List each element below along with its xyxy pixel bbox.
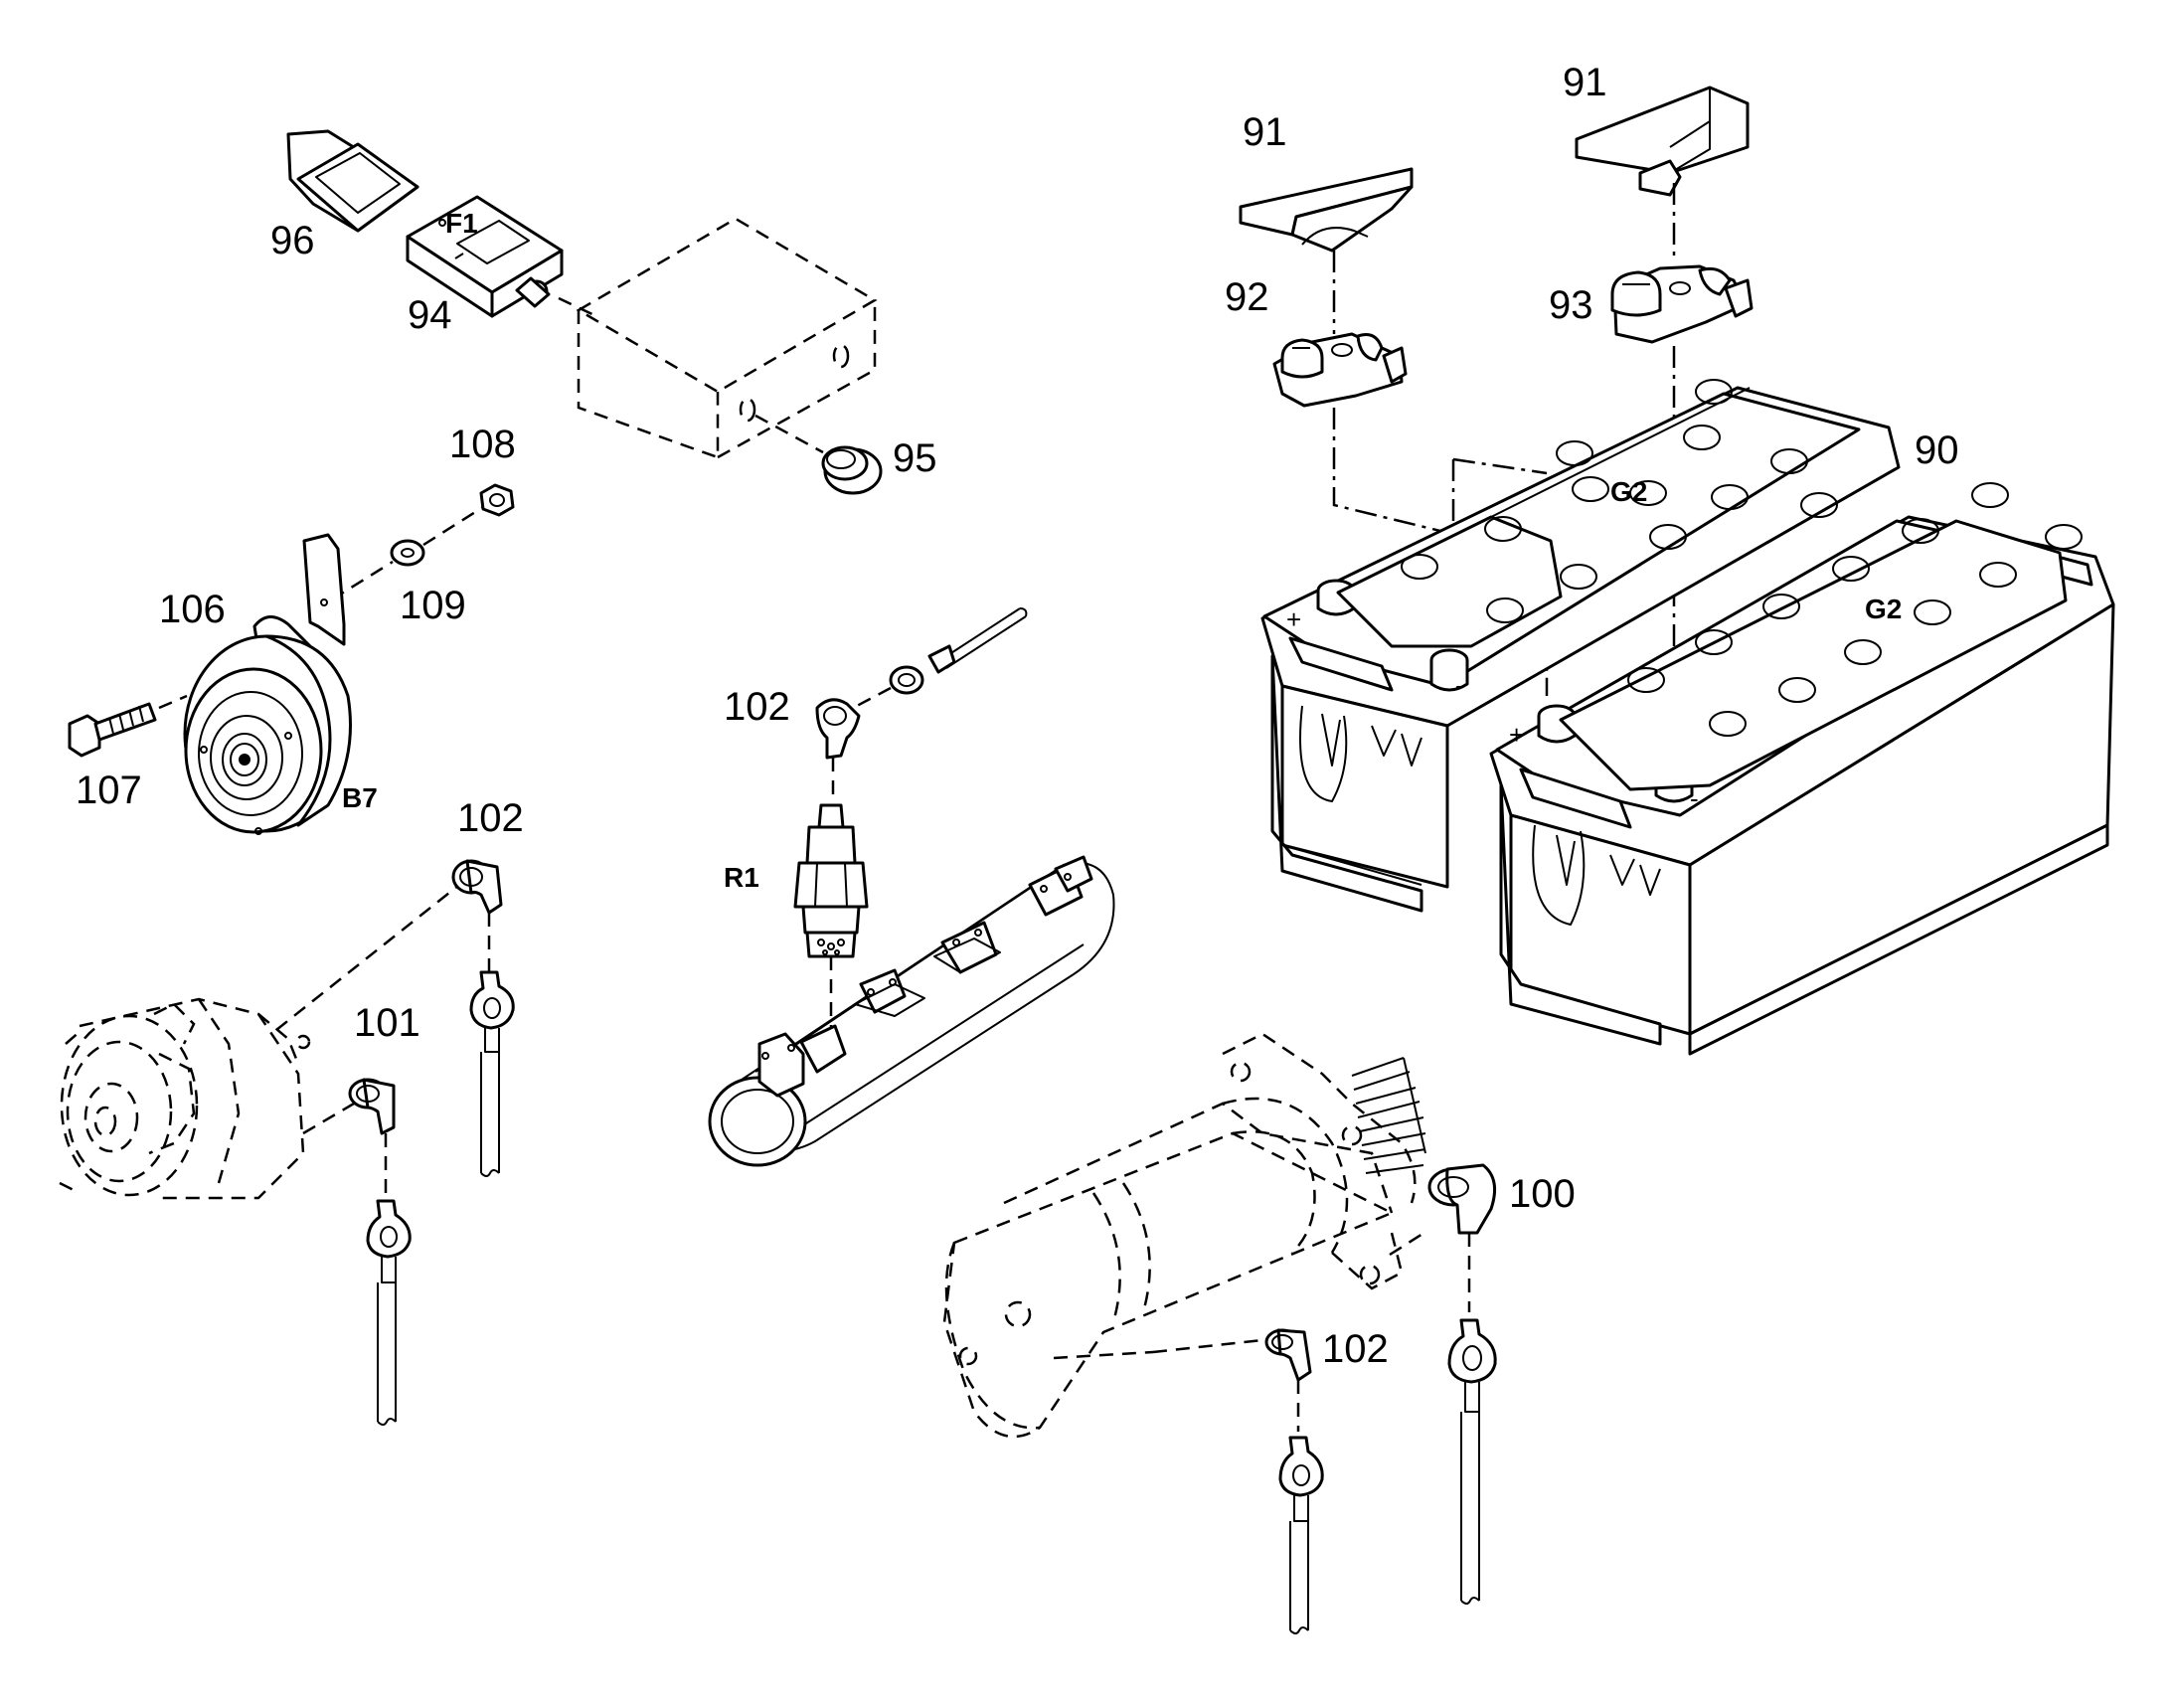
label-heater-plug-designation: R1 — [724, 862, 759, 893]
label-horn-bolt: 107 — [76, 769, 142, 812]
sign-right-plus: + — [1509, 720, 1524, 750]
label-cap-heater: 102 — [724, 685, 790, 729]
terminal-clamp-92 — [1272, 332, 1408, 408]
label-cap-alternator: 101 — [354, 1001, 420, 1045]
horn-b7 — [183, 634, 352, 835]
label-fuse-cap: 96 — [270, 219, 315, 262]
horn-nut-108 — [479, 483, 515, 517]
label-cap-alternator-aux: 102 — [457, 796, 524, 840]
fuse-cap-96 — [286, 129, 419, 233]
sign-right-minus: - — [1690, 783, 1699, 813]
label-battery-left-designation: G2 — [1610, 476, 1647, 507]
starter-motor — [942, 1032, 1417, 1439]
alternator — [59, 997, 311, 1200]
label-batteries: 90 — [1915, 428, 1959, 472]
cap-alternator-aux-102 — [275, 859, 515, 1177]
label-horn-nut: 108 — [449, 423, 516, 466]
cap-alternator-101 — [302, 1078, 412, 1426]
sign-left-minus: - — [1455, 670, 1464, 700]
terminal-cover-91-right — [1575, 85, 1750, 197]
fuse-box-outline — [558, 217, 878, 459]
label-terminal-cover-left: 91 — [1243, 110, 1287, 154]
label-starter-cap: 100 — [1509, 1172, 1576, 1216]
starter-pinion — [1351, 1057, 1426, 1174]
label-fuse-designation: F1 — [445, 208, 478, 239]
terminal-clamp-93 — [1610, 264, 1754, 344]
label-terminal-clamp-negative: 93 — [1549, 283, 1593, 327]
label-battery-right-designation: G2 — [1865, 594, 1902, 624]
label-terminal-clamp-positive: 92 — [1225, 275, 1269, 319]
battery-90-left-top — [1316, 379, 1808, 692]
cap-heater-102 — [815, 698, 861, 803]
label-terminal-cover-right: 91 — [1563, 61, 1607, 104]
terminal-cover-91-left — [1239, 167, 1414, 253]
label-grommet: 95 — [893, 436, 937, 480]
heater-cable — [856, 607, 1028, 708]
heater-plug-r1 — [793, 803, 869, 1054]
battery-90-right-top — [1537, 482, 2083, 803]
horn-bolt-107 — [68, 694, 188, 758]
label-fuse-holder: 94 — [408, 293, 452, 337]
cap-starter-aux-102 — [1152, 1328, 1324, 1634]
intake-manifold — [708, 855, 1115, 1167]
cap-starter-100 — [1389, 1163, 1497, 1605]
fuse-holder-94 — [406, 195, 564, 318]
label-horn-designation: B7 — [342, 782, 378, 813]
label-cap-starter-aux: 102 — [1322, 1327, 1389, 1371]
label-horn-washer: 109 — [400, 584, 466, 627]
grommet-95 — [754, 414, 883, 495]
horn-washer-109 — [331, 505, 484, 601]
sign-left-plus: + — [1286, 604, 1301, 634]
label-horn-bracket: 106 — [159, 588, 226, 631]
